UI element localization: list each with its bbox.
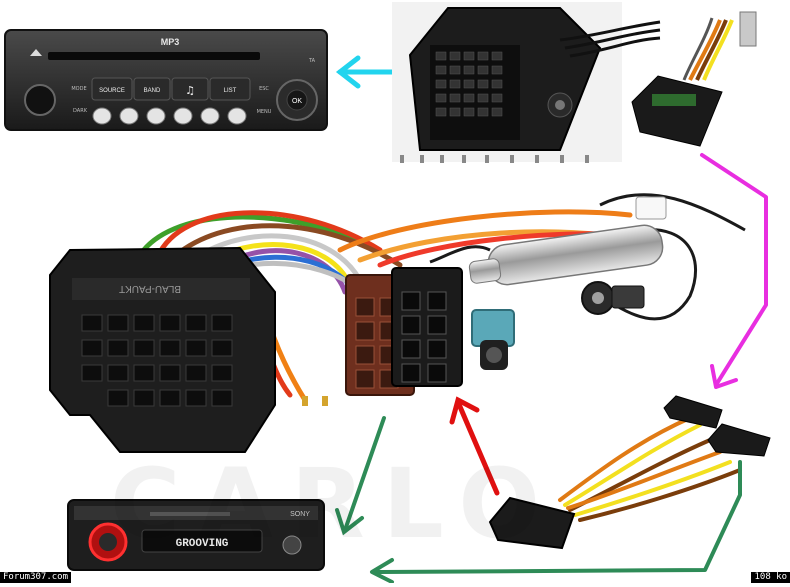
source-label: SOURCE bbox=[99, 88, 125, 94]
mp3-label: MP3 bbox=[161, 37, 180, 47]
quadlock-connector-top bbox=[392, 2, 661, 163]
list-label: LIST bbox=[224, 88, 237, 94]
ok-label: OK bbox=[292, 98, 302, 105]
watermark: CARLO bbox=[110, 448, 559, 560]
footer-site: Forum307.com bbox=[0, 572, 72, 583]
red-arrow bbox=[449, 396, 500, 496]
dark-label: DARK bbox=[73, 108, 88, 114]
steering-y-harness bbox=[488, 395, 771, 550]
esc-label: ESC bbox=[259, 86, 269, 92]
menu-label: MENU bbox=[257, 109, 272, 115]
footer-size: 108 ko bbox=[751, 572, 790, 583]
ta-label: TA bbox=[308, 58, 316, 64]
eject-icon bbox=[30, 49, 42, 56]
quadlock-harness: BLAU-PAUKT bbox=[49, 193, 746, 453]
steering-plug-top bbox=[631, 11, 757, 147]
music-note-icon: ♫ bbox=[185, 84, 195, 97]
volume-knob bbox=[24, 84, 56, 116]
band-label: BAND bbox=[144, 88, 161, 94]
radio-display-text: GROOVING bbox=[176, 538, 229, 550]
cyan-arrow bbox=[335, 55, 401, 89]
magenta-arrow bbox=[700, 153, 768, 389]
radio-brand: SONY bbox=[290, 511, 310, 518]
aftermarket-radio: GROOVING SONY bbox=[67, 499, 325, 571]
oem-cd-player: MP3 SOURCE BAND ♫ LIST DARK ESC MENU TA bbox=[4, 29, 328, 131]
mode-label: MODE bbox=[71, 86, 86, 92]
preset-buttons bbox=[92, 107, 247, 125]
connector-label: BLAU-PAUKT bbox=[119, 283, 181, 294]
green-arrow-right bbox=[370, 460, 742, 584]
green-arrow-left bbox=[335, 416, 386, 536]
